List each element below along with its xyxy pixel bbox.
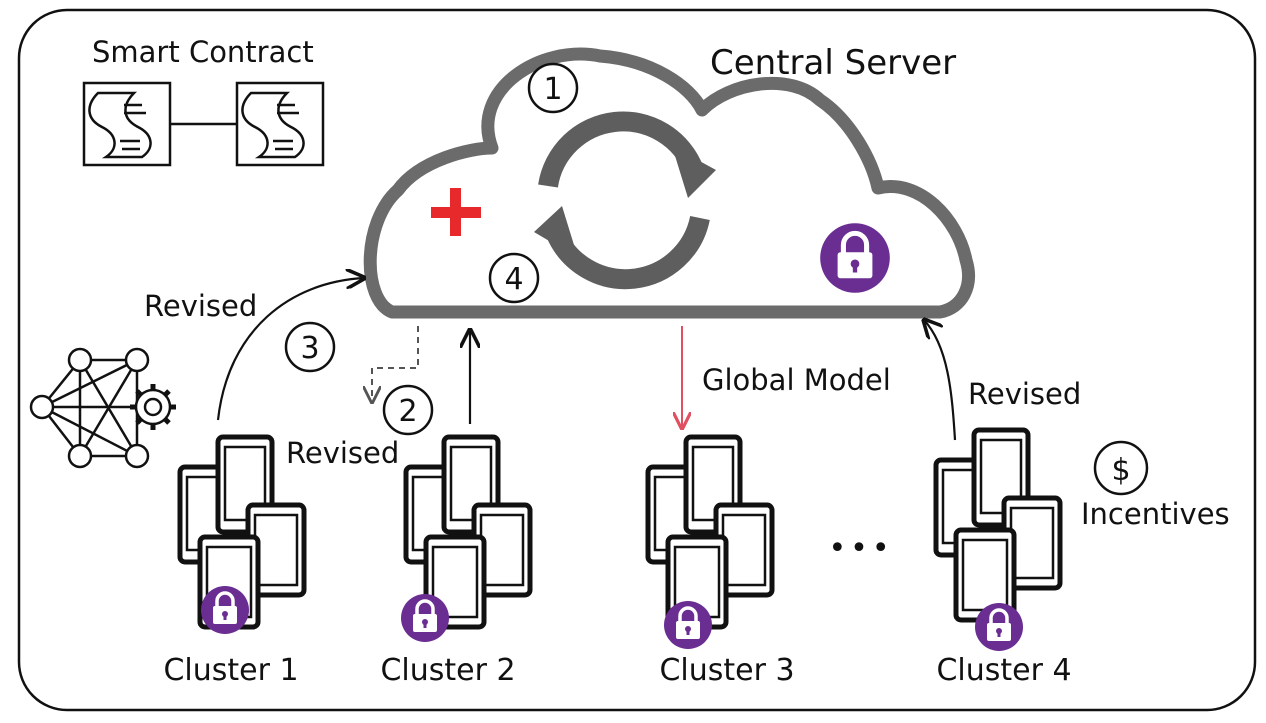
- sync-icon: [534, 111, 716, 290]
- step-3-badge: 3: [284, 321, 336, 373]
- network-gear-icon: [29, 347, 176, 469]
- dashed-download-arrow: [372, 326, 419, 402]
- step-2-number: 2: [398, 394, 417, 429]
- step-1-badge: 1: [527, 62, 579, 114]
- revised-arrow-cluster4: [924, 320, 957, 441]
- step-4-number: 4: [504, 262, 523, 297]
- global-model-label: Global Model: [702, 363, 891, 397]
- step-2-badge: 2: [382, 384, 434, 436]
- contract-document-icon-2: [235, 81, 325, 167]
- contract-document-icon: [82, 81, 172, 167]
- incentives-coin-icon: $: [1093, 440, 1149, 496]
- step-3-number: 3: [300, 331, 319, 366]
- incentives-symbol: $: [1111, 453, 1130, 488]
- revised-label-cluster2: Revised: [286, 436, 399, 470]
- cluster-3-label: Cluster 3: [659, 653, 794, 688]
- plus-icon: [431, 188, 481, 236]
- central-server-cloud: [363, 47, 975, 319]
- cluster-1-label: Cluster 1: [163, 653, 298, 688]
- revised-label-left: Revised: [144, 289, 257, 323]
- more-clusters-ellipsis: •••: [828, 531, 893, 566]
- cluster-3-lock-icon: [662, 599, 714, 651]
- step-1-number: 1: [543, 72, 562, 107]
- step-4-badge: 4: [488, 252, 540, 304]
- cluster-4-lock-icon: [973, 601, 1025, 653]
- incentives-label: Incentives: [1081, 497, 1230, 531]
- cluster-4-label: Cluster 4: [936, 653, 1071, 688]
- central-server-label: Central Server: [710, 43, 956, 83]
- server-lock-icon: [820, 223, 890, 293]
- smart-contract-label: Smart Contract: [92, 35, 314, 69]
- cluster-2-label: Cluster 2: [380, 653, 515, 688]
- revised-label-right: Revised: [968, 377, 1081, 411]
- cluster-1-lock-icon: [199, 584, 251, 636]
- cluster-2-lock-icon: [399, 592, 451, 644]
- revised-arrow-cluster1: [216, 278, 364, 421]
